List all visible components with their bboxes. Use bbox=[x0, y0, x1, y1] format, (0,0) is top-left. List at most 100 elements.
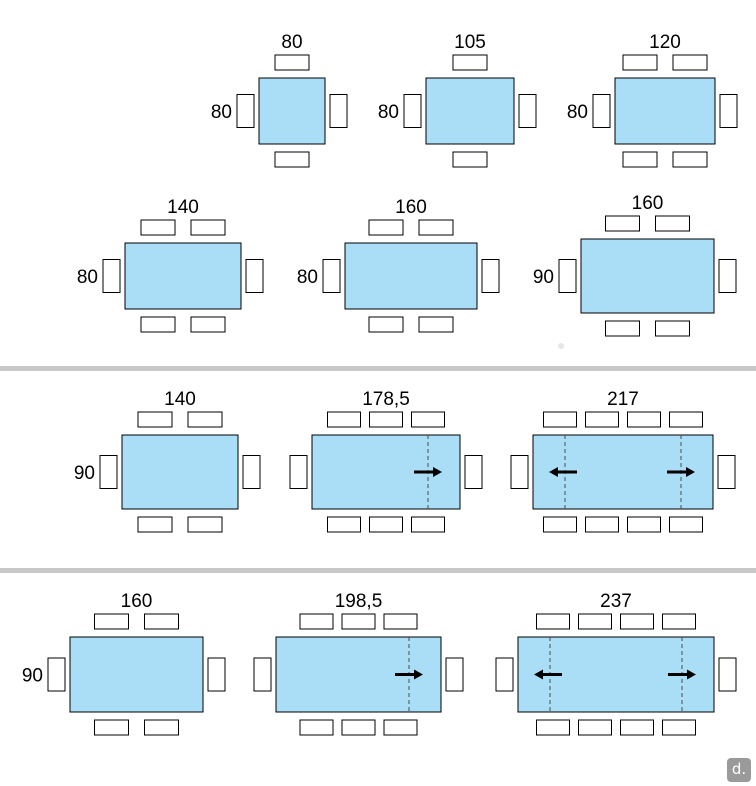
chair bbox=[187, 516, 223, 533]
chair bbox=[322, 259, 341, 293]
chair bbox=[622, 54, 658, 71]
chair bbox=[655, 320, 690, 337]
section-separator bbox=[0, 568, 756, 573]
table-top bbox=[425, 77, 515, 145]
chair bbox=[543, 516, 577, 533]
table-length-label: 160 bbox=[632, 193, 664, 214]
chair bbox=[327, 411, 361, 428]
chair bbox=[289, 455, 308, 489]
chair bbox=[94, 719, 129, 736]
chair bbox=[144, 719, 179, 736]
chair bbox=[187, 411, 223, 428]
chair bbox=[669, 411, 703, 428]
chair bbox=[510, 455, 529, 489]
chair bbox=[299, 719, 334, 736]
chair bbox=[536, 719, 570, 736]
table-length-label: 120 bbox=[649, 32, 681, 53]
chair bbox=[464, 455, 483, 489]
chair bbox=[140, 219, 176, 236]
chair bbox=[368, 316, 404, 333]
table-diagram: 140 80 bbox=[77, 197, 264, 333]
table-width-label: 80 bbox=[378, 102, 399, 123]
extension-arrow-head bbox=[414, 669, 423, 680]
table-top bbox=[69, 636, 204, 713]
chair bbox=[578, 719, 612, 736]
table-length-label: 160 bbox=[121, 591, 153, 612]
chair bbox=[253, 657, 272, 692]
chair bbox=[558, 259, 577, 293]
chair bbox=[190, 219, 226, 236]
chair bbox=[585, 516, 619, 533]
chair bbox=[719, 94, 738, 128]
chair bbox=[655, 215, 690, 232]
section-separator bbox=[0, 366, 756, 371]
chair bbox=[102, 259, 121, 293]
chair bbox=[94, 613, 129, 630]
chair bbox=[452, 151, 488, 168]
chair bbox=[445, 657, 464, 692]
chair bbox=[236, 94, 255, 128]
table-top bbox=[121, 434, 239, 510]
chair bbox=[137, 516, 173, 533]
table-top bbox=[580, 238, 715, 314]
table-length-label: 80 bbox=[281, 32, 302, 53]
chair bbox=[672, 151, 708, 168]
table-diagram: 160 80 bbox=[297, 197, 500, 333]
extension-arrow-head bbox=[549, 467, 558, 477]
table-diagram: 120 80 bbox=[567, 32, 738, 168]
table-width-label: 80 bbox=[211, 102, 232, 123]
chair bbox=[47, 657, 66, 692]
table-width-label: 90 bbox=[22, 666, 43, 687]
table-diagram: 198,5 bbox=[253, 591, 464, 736]
chair bbox=[717, 455, 736, 489]
chair bbox=[403, 94, 422, 128]
extension-arrow-head bbox=[534, 669, 543, 680]
chair bbox=[341, 719, 376, 736]
chair bbox=[299, 613, 334, 630]
chair bbox=[627, 411, 661, 428]
chair bbox=[207, 657, 226, 692]
chair bbox=[718, 657, 737, 692]
extension-arrow-head bbox=[687, 669, 696, 680]
table-top bbox=[124, 242, 242, 310]
chair bbox=[592, 94, 611, 128]
chair bbox=[327, 516, 361, 533]
chair bbox=[620, 719, 654, 736]
chair bbox=[137, 411, 173, 428]
chair bbox=[481, 259, 500, 293]
chair bbox=[411, 411, 445, 428]
chair bbox=[605, 215, 640, 232]
table-width-label: 80 bbox=[567, 102, 588, 123]
table-diagram: 160 90 bbox=[533, 193, 737, 337]
table-length-label: 140 bbox=[167, 197, 199, 218]
chair bbox=[341, 613, 376, 630]
table-length-label: 105 bbox=[454, 32, 486, 53]
table-length-label: 140 bbox=[164, 389, 196, 410]
chair bbox=[274, 54, 310, 71]
chair bbox=[718, 259, 737, 293]
table-length-label: 178,5 bbox=[362, 389, 410, 410]
table-width-label: 80 bbox=[297, 267, 318, 288]
chair bbox=[368, 219, 404, 236]
chair bbox=[245, 259, 264, 293]
chair bbox=[140, 316, 176, 333]
chair bbox=[369, 516, 403, 533]
table-width-label: 90 bbox=[533, 267, 554, 288]
chair bbox=[605, 320, 640, 337]
table-diagram: 105 80 bbox=[378, 32, 537, 168]
table-top bbox=[614, 77, 716, 145]
chair bbox=[411, 516, 445, 533]
table-length-label: 160 bbox=[395, 197, 427, 218]
chair bbox=[495, 657, 514, 692]
chair bbox=[620, 613, 654, 630]
chair bbox=[383, 719, 418, 736]
chair bbox=[274, 151, 310, 168]
extension-arrow-head bbox=[433, 467, 442, 477]
chair bbox=[536, 613, 570, 630]
chair bbox=[518, 94, 537, 128]
table-width-label: 80 bbox=[77, 267, 98, 288]
chair bbox=[662, 613, 696, 630]
table-top bbox=[258, 77, 326, 145]
